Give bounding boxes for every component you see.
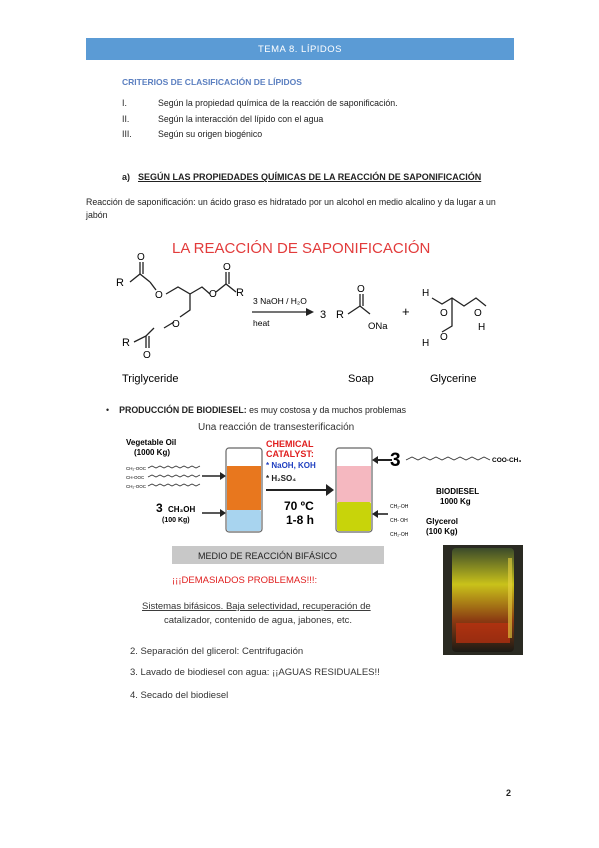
fatty-chains <box>147 465 201 487</box>
glycerol-row: CH₂-OH <box>390 532 409 538</box>
process-step: 3. Lavado de biodiesel con agua: ¡¡AGUAS… <box>130 667 380 678</box>
triglyceride-label: Triglyceride <box>122 373 178 385</box>
condition-label: heat <box>253 318 270 328</box>
atom-o: O <box>172 319 180 330</box>
atom-o: O <box>474 308 482 319</box>
veg-oil-label: Vegetable Oil <box>126 438 176 447</box>
biodiesel-kg: 1000 Kg <box>440 497 471 506</box>
medio-banner <box>172 546 384 564</box>
subsection-letter: a) <box>122 172 131 182</box>
soap-label: Soap <box>348 373 374 385</box>
tri-row: CH₂-OOC <box>126 466 147 471</box>
oil-layer <box>227 466 261 510</box>
atom-o: O <box>137 252 145 263</box>
criterion-number: III. <box>122 129 132 139</box>
criterion-text: Según su origen biogénico <box>158 129 263 139</box>
catalyst-line2: CATALYST: <box>266 449 314 459</box>
subsection-heading: a) SEGÚN LAS PROPIEDADES QUÍMICAS DE LA R… <box>122 172 481 182</box>
triglyceride-structure <box>129 262 237 348</box>
biodiesel-bullet: • PRODUCCIÓN DE BIODIESEL: es muy costosa… <box>106 405 406 415</box>
biodiesel-coefficient: 3 <box>390 450 401 471</box>
issues-line2: catalizador, contenido de agua, jabones,… <box>164 615 352 626</box>
reaction-time: 1-8 h <box>286 513 314 527</box>
biodiesel-beaker-photo <box>443 545 523 655</box>
glycerol-row: CH- OH <box>390 518 408 524</box>
tri-row: CH-OOC <box>126 475 145 480</box>
atom-ona: ONa <box>368 321 388 332</box>
plus-sign: + <box>402 304 410 319</box>
glycerine-label: Glycerine <box>430 373 476 385</box>
biodiesel-arrow-head <box>372 456 378 464</box>
criterion-item: II. Según la interacción del lípido con e… <box>122 114 323 124</box>
atom-o: O <box>223 262 231 273</box>
issues-line1: Sistemas bifásicos. Baja selectividad, r… <box>142 601 371 612</box>
criterion-number: I. <box>122 98 127 108</box>
tri-row: CH₂-OOC <box>126 484 147 489</box>
methanol-arrow-head <box>220 509 226 517</box>
criterion-item: I. Según la propiedad química de la reacc… <box>122 98 398 108</box>
atom-h: H <box>422 338 429 349</box>
soap-structure <box>347 294 371 315</box>
catalyst-line3: * NaOH, KOH <box>266 461 316 470</box>
glycerol-row: CH₂-OH <box>390 504 409 510</box>
glycerol-label: Glycerol <box>426 517 458 526</box>
figure2-title: Una reacción de transesterificación <box>198 422 354 433</box>
atom-r: R <box>122 337 130 349</box>
methanol-coefficient: 3 <box>156 501 163 515</box>
process-arrow-head <box>326 484 334 496</box>
temperature: 70 ºC <box>284 499 314 513</box>
biodiesel-layer <box>337 466 371 502</box>
catalyst-line4: * H₂SO₄ <box>266 474 296 483</box>
reaction-arrow-head <box>306 308 314 316</box>
methanol-kg: (100 Kg) <box>162 517 190 524</box>
medio-label: MEDIO DE REACCIÓN BIFÁSICO <box>198 551 337 561</box>
bullet-bold: PRODUCCIÓN DE BIODIESEL: <box>119 405 247 415</box>
methanol-label: CH₃OH <box>168 505 195 514</box>
atom-o: O <box>440 332 448 343</box>
atom-r: R <box>336 309 344 321</box>
veg-oil-kg: (1000 Kg) <box>134 448 170 457</box>
atom-o: O <box>357 284 365 295</box>
biodiesel-ester: COO-CH₃ <box>492 457 521 464</box>
process-step: 4. Secado del biodiesel <box>130 690 228 701</box>
criterion-item: III. Según su origen biogénico <box>122 129 262 139</box>
atom-o: O <box>440 308 448 319</box>
atom-r: R <box>116 277 124 289</box>
atom-r: R <box>236 287 244 299</box>
glycerol-kg: (100 Kg) <box>426 527 458 536</box>
criterion-text: Según la interacción del lípido con el a… <box>158 114 324 124</box>
criterion-number: II. <box>122 114 130 124</box>
problems-heading: ¡¡¡DEMASIADOS PROBLEMAS!!!: <box>172 575 317 586</box>
transesterification-figure: Una reacción de transesterificación Vege… <box>126 422 523 701</box>
atom-o: O <box>155 290 163 301</box>
subsection-title: SEGÚN LAS PROPIEDADES QUÍMICAS DE LA REA… <box>138 172 482 182</box>
atom-h: H <box>478 322 485 333</box>
biodiesel-label: BIODIESEL <box>436 487 479 496</box>
atom-o: O <box>209 289 217 300</box>
catalyst-line1: CHEMICAL <box>266 439 314 449</box>
bullet-dot: • <box>106 405 110 415</box>
reagent-label: 3 NaOH / H₂O <box>253 296 307 306</box>
soap-coefficient: 3 <box>320 309 326 321</box>
atom-h: H <box>422 288 429 299</box>
header-title: TEMA 8. LÍPIDOS <box>257 43 343 55</box>
oil-arrow-head <box>220 472 226 480</box>
glycerine-structure <box>431 297 487 333</box>
figure1-title: LA REACCIÓN DE SAPONIFICACIÓN <box>172 240 430 257</box>
process-step: 2. Separación del glicerol: Centrifugaci… <box>130 646 303 657</box>
methanol-layer <box>227 510 261 531</box>
glycerol-arrow-head <box>372 510 378 518</box>
criterion-text: Según la propiedad química de la reacció… <box>158 98 398 108</box>
section-title: CRITERIOS DE CLASIFICACIÓN DE LÍPIDOS <box>122 77 302 87</box>
definition-paragraph: Reacción de saponificación: un ácido gra… <box>86 197 496 220</box>
biodiesel-chain <box>405 456 491 461</box>
page-header: TEMA 8. LÍPIDOS <box>86 38 514 60</box>
saponification-figure: LA REACCIÓN DE SAPONIFICACIÓN R O O O O … <box>116 240 487 385</box>
glycerol-layer <box>337 502 371 531</box>
page-number: 2 <box>506 788 512 798</box>
atom-o: O <box>143 350 151 361</box>
bullet-text: es muy costosa y da muchos problemas <box>246 405 407 415</box>
